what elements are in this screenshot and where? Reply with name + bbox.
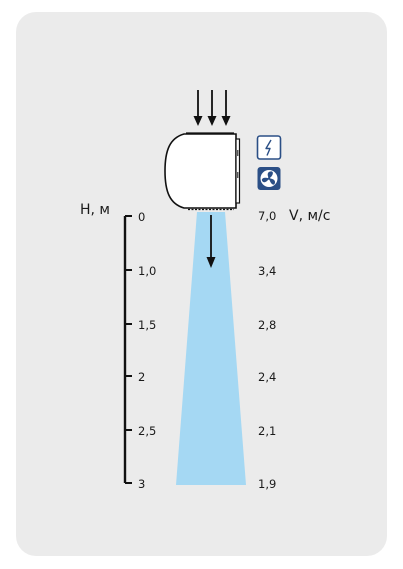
velocity-label: 3,4 [258, 264, 276, 278]
height-label: 1,0 [138, 264, 156, 278]
velocity-label: 2,1 [258, 424, 276, 438]
fan-icon [257, 167, 281, 190]
velocity-label: 2,4 [258, 370, 276, 384]
flow-arrow [206, 215, 216, 268]
intake-arrow [207, 90, 217, 126]
velocity-label: 2,8 [258, 318, 276, 332]
velocity-axis-title: V, м/с [289, 208, 330, 224]
height-label: 2,5 [138, 424, 156, 438]
height-scale [123, 215, 132, 484]
height-label: 0 [138, 210, 145, 224]
height-label: 3 [138, 477, 145, 491]
intake-arrow [221, 90, 231, 126]
velocity-label: 1,9 [258, 477, 276, 491]
height-axis-title: H, м [80, 202, 110, 218]
velocity-label: 7,0 [258, 209, 276, 223]
intake-arrow [193, 90, 203, 126]
height-label: 1,5 [138, 318, 156, 332]
air-curtain-unit [164, 132, 241, 211]
air-stream-cone [176, 212, 246, 485]
height-label: 2 [138, 370, 145, 384]
intake-arrows [193, 90, 231, 126]
lightning-icon [256, 135, 282, 160]
